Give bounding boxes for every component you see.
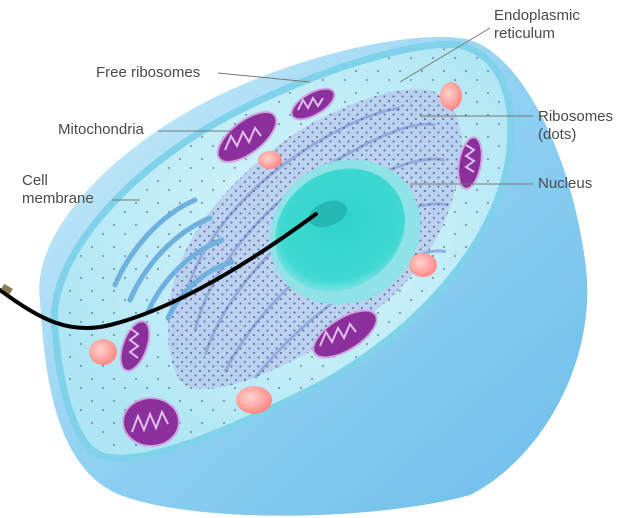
vesicle — [89, 339, 117, 365]
vesicle — [236, 386, 272, 414]
label-endoplasmic-reticulum: Endoplasmic reticulum — [494, 7, 580, 43]
label-nucleus: Nucleus — [538, 175, 592, 193]
vesicle — [409, 253, 437, 277]
label-cell-membrane: Cell membrane — [22, 172, 94, 208]
vesicle — [440, 82, 462, 110]
label-free-ribosomes: Free ribosomes — [96, 64, 200, 82]
vesicle — [258, 151, 282, 169]
label-ribosomes-dots: Ribosomes (dots) — [538, 108, 613, 144]
label-mitochondria: Mitochondria — [58, 121, 144, 139]
mitochondrion — [123, 398, 179, 446]
